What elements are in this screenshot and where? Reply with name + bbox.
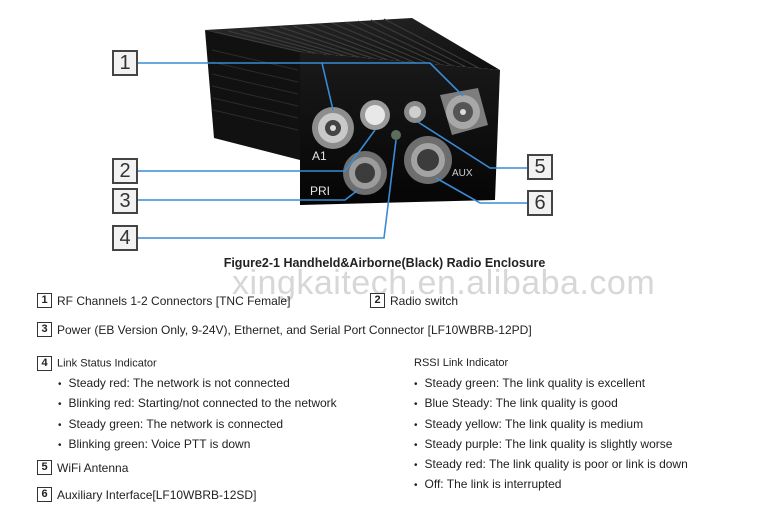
legend-text-2: Radio switch [390,293,459,308]
link-status-item: Blinking red: Starting/not connected to … [58,393,337,413]
legend-number-3: 3 [37,322,52,338]
panel-label-a1: A1 [312,149,327,163]
callout-5: 5 [527,154,553,180]
legend-item-5: 5 WiFi Antenna [37,460,129,476]
legend-number-4: 4 [37,356,52,371]
wifi-antenna-connector [404,101,426,123]
legend-number-1: 1 [37,293,52,309]
callout-2: 2 [112,158,138,184]
pri-connector [343,151,387,195]
legend-number-5: 5 [37,460,52,476]
watermark: xingkaitech.en.alibaba.com [232,264,656,302]
rssi-item: Steady yellow: The link quality is mediu… [414,414,688,434]
legend-number-2: 2 [370,293,385,309]
radio-switch [360,100,390,130]
legend-text-4: Link Status Indicator [57,357,157,370]
rf-connector-a1 [312,107,354,149]
link-status-item: Steady red: The network is not connected [58,373,337,393]
rssi-item: Steady red: The link quality is poor or … [414,454,688,474]
legend-item-3: 3 Power (EB Version Only, 9-24V), Etherne… [37,322,532,338]
callout-4: 4 [112,225,138,251]
rssi-indicator-list: Steady green: The link quality is excell… [414,373,688,495]
heatsink-top [205,18,500,70]
legend-text-5: WiFi Antenna [57,460,129,475]
panel-label-pri: PRI [310,184,330,198]
link-status-led [391,130,401,140]
legend-text-3: Power (EB Version Only, 9-24V), Ethernet… [57,322,532,337]
rssi-item: Off: The link is interrupted [414,474,688,494]
figure-caption: Figure2-1 Handheld&Airborne(Black) Radio… [223,256,546,270]
rssi-item: Steady green: The link quality is excell… [414,373,688,393]
rssi-item: Steady purple: The link quality is sligh… [414,434,688,454]
legend-item-1: 1 RF Channels 1-2 Connectors [TNC Female] [37,293,291,309]
rf-connector-a2 [440,88,488,135]
link-status-item: Steady green: The network is connected [58,414,337,434]
callout-3: 3 [112,188,138,214]
legend-item-2: 2 Radio switch [370,293,459,309]
panel-label-aux: AUX [452,168,473,179]
radio-enclosure-figure: A1 PRI AUX 1 2 3 4 5 6 [0,0,769,251]
legend-text-6: Auxiliary Interface[LF10WBRB-12SD] [57,487,257,502]
link-status-list: Steady red: The network is not connected… [58,373,337,454]
legend-number-6: 6 [37,487,52,503]
aux-connector [404,136,452,184]
callout-1: 1 [112,50,138,76]
legend-text-1: RF Channels 1-2 Connectors [TNC Female] [57,293,291,308]
callout-leader-lines [138,62,527,239]
legend-item-6: 6 Auxiliary Interface[LF10WBRB-12SD] [37,487,257,503]
radio-enclosure-image: A1 PRI AUX [138,18,527,239]
rssi-indicator-title: RSSI Link Indicator [414,357,509,369]
callout-6: 6 [527,190,553,216]
legend-item-4: 4 Link Status Indicator [37,356,157,371]
link-status-item: Blinking green: Voice PTT is down [58,434,337,454]
rssi-item: Blue Steady: The link quality is good [414,393,688,413]
